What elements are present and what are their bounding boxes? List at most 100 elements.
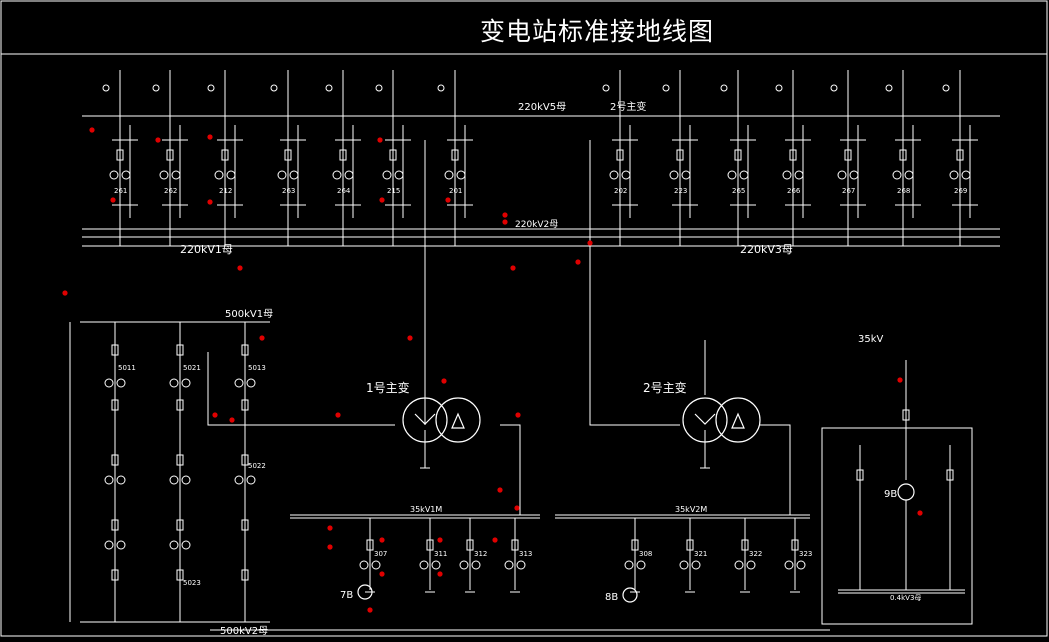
bay-number-label: 265 bbox=[732, 187, 745, 195]
bay-number-label: 268 bbox=[897, 187, 910, 195]
ground-marker-icon bbox=[259, 335, 265, 341]
ground-marker-icon bbox=[379, 571, 385, 577]
t8-label: 8B bbox=[605, 592, 618, 603]
bay-220kv bbox=[102, 70, 138, 246]
ct-icon bbox=[784, 560, 794, 570]
breaker-icon bbox=[176, 569, 184, 581]
ground-marker-icon bbox=[327, 525, 333, 531]
ground-marker-icon bbox=[212, 412, 218, 418]
breaker-icon bbox=[241, 454, 249, 466]
line-pt-icon bbox=[270, 84, 278, 92]
ct-icon bbox=[794, 170, 804, 180]
ct-icon bbox=[394, 170, 404, 180]
ct-icon bbox=[727, 170, 737, 180]
breaker-icon bbox=[241, 399, 249, 411]
ct-icon bbox=[431, 560, 441, 570]
bus-220kv5-label: 220kV5母 bbox=[518, 101, 566, 113]
bay-number-label: 266 bbox=[787, 187, 801, 195]
breaker-icon bbox=[451, 149, 459, 161]
ct-icon bbox=[116, 475, 126, 485]
ground-marker-icon bbox=[514, 505, 520, 511]
breaker-icon bbox=[956, 149, 964, 161]
ct-icon bbox=[681, 170, 691, 180]
breaker-icon bbox=[339, 149, 347, 161]
ground-marker-icon bbox=[502, 212, 508, 218]
t7-icon bbox=[357, 584, 373, 600]
bay-220kv bbox=[775, 70, 811, 246]
t2-winding-a-icon bbox=[682, 397, 728, 443]
breaker-icon bbox=[241, 569, 249, 581]
t1-winding-a-icon bbox=[402, 397, 448, 443]
line-pt-icon bbox=[437, 84, 445, 92]
breaker-icon bbox=[734, 149, 742, 161]
ct-icon bbox=[679, 560, 689, 570]
ground-marker-icon bbox=[207, 199, 213, 205]
second-bus-line-label: 2号主变 bbox=[610, 100, 646, 113]
bay-500kv bbox=[169, 322, 191, 622]
breaker-icon bbox=[511, 539, 519, 551]
ct-icon bbox=[371, 560, 381, 570]
bay-number-label: 264 bbox=[337, 187, 351, 195]
ct-icon bbox=[277, 170, 287, 180]
t1-label: 1号主变 bbox=[366, 380, 410, 395]
ct-icon bbox=[121, 170, 131, 180]
ground-marker-icon bbox=[437, 537, 443, 543]
ground-marker-icon bbox=[510, 265, 516, 271]
bay-220kv bbox=[270, 70, 306, 246]
ct-icon bbox=[226, 170, 236, 180]
bus-500kv2-label: 500kV2母 bbox=[220, 625, 268, 637]
line-pt-icon bbox=[830, 84, 838, 92]
bay-220kv bbox=[602, 70, 638, 246]
bus-04kv3-label: 0.4kV3母 bbox=[890, 594, 921, 602]
breaker-icon bbox=[176, 344, 184, 356]
ground-marker-icon bbox=[575, 259, 581, 265]
ct-icon bbox=[419, 560, 429, 570]
ground-marker-icon bbox=[110, 197, 116, 203]
ground-marker-icon bbox=[379, 537, 385, 543]
ground-marker-icon bbox=[437, 571, 443, 577]
bay-number-label: 5023 bbox=[183, 579, 201, 587]
ct-icon bbox=[837, 170, 847, 180]
breaker-icon bbox=[241, 344, 249, 356]
line-pt-icon bbox=[325, 84, 333, 92]
line-pt-icon bbox=[885, 84, 893, 92]
t9-label: 9B bbox=[884, 489, 897, 500]
ct-icon bbox=[624, 560, 634, 570]
bay-number-label: 201 bbox=[449, 187, 462, 195]
ground-marker-icon bbox=[335, 412, 341, 418]
ct-icon bbox=[169, 475, 179, 485]
bay-number-label: 262 bbox=[164, 187, 177, 195]
bay-number-label: 5013 bbox=[248, 364, 266, 372]
ct-icon bbox=[782, 170, 792, 180]
breaker-icon bbox=[176, 519, 184, 531]
ct-icon bbox=[961, 170, 971, 180]
bay-number-label: 5011 bbox=[118, 364, 136, 372]
ct-icon bbox=[332, 170, 342, 180]
ground-marker-icon bbox=[445, 197, 451, 203]
bay-220kv bbox=[152, 70, 188, 246]
line-pt-icon bbox=[662, 84, 670, 92]
bay-number-label: 223 bbox=[674, 187, 687, 195]
ct-icon bbox=[234, 378, 244, 388]
t1-winding-b-icon bbox=[435, 397, 481, 443]
bay-number-label: 267 bbox=[842, 187, 855, 195]
ground-marker-icon bbox=[497, 487, 503, 493]
ground-marker-icon bbox=[207, 134, 213, 140]
line-pt-icon bbox=[207, 84, 215, 92]
ct-icon bbox=[359, 560, 369, 570]
bay-number-label: 311 bbox=[434, 550, 447, 558]
ct-icon bbox=[504, 560, 514, 570]
ct-icon bbox=[904, 170, 914, 180]
ct-icon bbox=[456, 170, 466, 180]
bay-number-label: 323 bbox=[799, 550, 812, 558]
ct-icon bbox=[621, 170, 631, 180]
bay-220kv bbox=[207, 70, 243, 246]
ground-marker-icon bbox=[587, 240, 593, 246]
bay-35kv bbox=[359, 518, 381, 593]
ground-marker-icon bbox=[377, 137, 383, 143]
breaker-icon bbox=[741, 539, 749, 551]
t1-wye-icon bbox=[414, 413, 436, 425]
ct-icon bbox=[459, 560, 469, 570]
ground-marker-icon bbox=[229, 417, 235, 423]
